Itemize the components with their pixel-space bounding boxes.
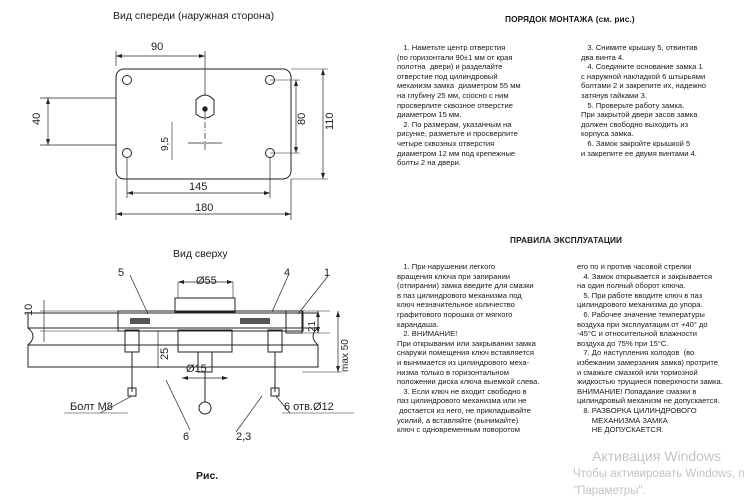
key-head [198, 401, 212, 415]
dim-40: 40 [31, 113, 43, 125]
dim-9-5: 9,5 [160, 137, 171, 151]
dim-10: 10 [23, 304, 35, 316]
mount-hole [122, 148, 132, 158]
dim-max50: max 50 [340, 339, 351, 372]
cylinder-outline [195, 94, 215, 119]
dim-21: 21 [307, 320, 318, 332]
dim-145: 145 [189, 181, 207, 193]
front-view-title: Вид спереди (наружная сторона) [113, 10, 275, 22]
installation-left-col: 1. Наметьте центр отверстия (по горизонт… [397, 43, 521, 168]
door-slab-lower [27, 344, 319, 368]
door-slab [27, 312, 319, 329]
cylinder-top [174, 297, 236, 313]
keyhole [202, 106, 208, 112]
dim-80: 80 [296, 113, 308, 125]
latch [285, 310, 303, 334]
front-plate [115, 68, 292, 180]
activation-watermark-title: Активация Windows [592, 448, 722, 464]
bolt-label: Болт М8 [70, 401, 113, 413]
dim-25: 25 [159, 348, 171, 360]
activation-watermark-link: "Параметры". [573, 485, 646, 497]
top-view-title: Вид сверху [173, 248, 228, 260]
cylinder-body [177, 329, 233, 353]
dim-180: 180 [195, 202, 213, 214]
dim-d15: Ø15 [186, 363, 207, 375]
installation-title: ПОРЯДОК МОНТАЖА (см. рис.) [505, 14, 635, 24]
hatch-block [240, 318, 270, 324]
operation-title: ПРАВИЛА ЭКСПЛУАТАЦИИ [510, 235, 623, 245]
dim-110: 110 [324, 112, 336, 130]
part-5: 5 [118, 267, 124, 279]
installation-right-col: 3. Снимите крышку 5, отвинтив два винта … [581, 43, 707, 158]
dim-90: 90 [151, 41, 163, 53]
hatch-block [130, 318, 150, 324]
part-6: 6 [183, 431, 189, 443]
part-2-3: 2,3 [236, 431, 251, 443]
operation-left-col: 1. При нарушении легкого вращения ключа … [397, 262, 540, 435]
activation-watermark-text: Чтобы активировать Windows, п [573, 468, 745, 480]
figure-caption: Рис. [196, 470, 219, 482]
dim-d55: Ø55 [196, 275, 217, 287]
holes-label: 6 отв.Ø12 [284, 401, 334, 413]
operation-right-col: его по и против часовой стрелки 4. Замок… [577, 262, 723, 435]
lock-cover [117, 310, 304, 332]
part-4: 4 [284, 267, 290, 279]
mount-hole [122, 75, 132, 85]
part-1: 1 [324, 267, 330, 279]
technical-drawing: 90 40 80 110 9,5 145 180 [23, 41, 354, 443]
